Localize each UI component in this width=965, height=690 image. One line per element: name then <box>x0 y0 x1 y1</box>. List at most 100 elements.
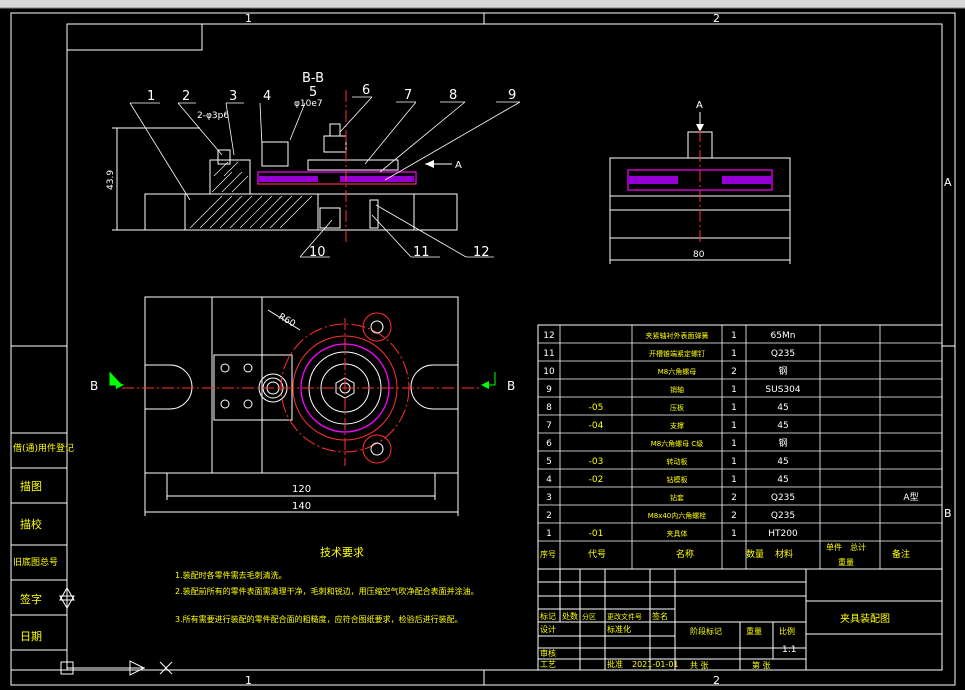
bom-head-code: 代号 <box>588 549 606 560</box>
bom-head-unit: 单件 <box>826 542 842 552</box>
tb-sheet-total: 共 张 <box>690 661 709 670</box>
bom-cell-mat: 钢 <box>778 365 787 377</box>
bom-cell-mat: 45 <box>777 421 788 431</box>
tb-zone-label: 分区 <box>582 612 596 621</box>
title-block: 夹具装配图 标记 处数 分区 更改文件号 签名 设计 标准化 审核 工艺 批准 … <box>537 568 943 671</box>
zone-right-b: B <box>944 507 952 520</box>
bom-cell-no: 12 <box>543 331 554 341</box>
tb-sheet: 第 张 <box>752 660 771 670</box>
plan-view: R60 B B 120 140 <box>90 296 515 516</box>
technical-notes: 技术要求 1.装配时各零件需去毛刺清洗。 2.装配前所有的零件表面需清理干净，毛… <box>175 546 479 624</box>
bom-cell-name: 转动板 <box>667 457 688 466</box>
bom-cell-qty: 1 <box>731 475 737 485</box>
bom-cell-mat: Q235 <box>771 511 795 521</box>
section-mark-right: B <box>507 379 515 393</box>
plan-radius: R60 <box>277 312 298 330</box>
drawing-name: 夹具装配图 <box>840 612 890 625</box>
tb-design-label: 设计 <box>540 624 556 634</box>
label-hole-2: φ10e7 <box>294 99 323 109</box>
bom-cell-mat: SUS304 <box>765 385 800 395</box>
bom-head-name: 名称 <box>676 548 694 560</box>
bom-cell-qty: 1 <box>731 403 737 413</box>
bom-cell-name: 钻模板 <box>667 475 688 484</box>
bom-cell-name: 钻套 <box>670 493 684 502</box>
bom-head-weight: 重量 <box>838 557 854 567</box>
section-title: B-B <box>302 71 324 86</box>
notes-line-2: 2.装配前所有的零件表面需清理干净，毛刺和锐边，用压缩空气吹净配合表面并涂油。 <box>175 586 479 596</box>
bom-cell-no: 2 <box>546 511 552 521</box>
tb-scale-value: 1:1 <box>782 645 796 655</box>
bom-cell-no: 10 <box>543 367 555 377</box>
bom-cell-note: A型 <box>903 492 918 503</box>
bom-head-total: 总计 <box>850 542 866 552</box>
bom-cell-name: 开槽锥端紧定螺钉 <box>649 349 705 358</box>
balloon-1: 1 <box>147 89 155 104</box>
tb-stage-label: 阶段标记 <box>690 626 722 636</box>
bom-cell-no: 7 <box>546 421 552 431</box>
label-hole-1: 2-φ3p6 <box>197 111 229 121</box>
bom-cell-mat: Q235 <box>771 493 795 503</box>
bom-cell-mat: 钢 <box>778 437 787 449</box>
tb-approve-label: 批准 <box>607 659 623 669</box>
bom-head-mat: 材料 <box>775 548 793 560</box>
side-label-1: 描图 <box>20 479 42 493</box>
hatch-lines <box>189 161 313 229</box>
notes-title: 技术要求 <box>320 546 364 559</box>
side-arrow-label: A <box>696 100 703 111</box>
bom-cell-no: 6 <box>546 439 552 449</box>
top-left-pocket <box>67 24 203 51</box>
dim-height: 43.9 <box>106 170 116 190</box>
bom-cell-no: 5 <box>546 457 552 467</box>
bom-cell-qty: 1 <box>731 421 737 431</box>
bom-cell-no: 4 <box>546 475 552 485</box>
bom-cell-qty: 1 <box>731 385 737 395</box>
bom-cell-mat: HT200 <box>768 529 798 539</box>
bom-cell-mat: Q235 <box>771 349 795 359</box>
bom-cell-name: 压板 <box>670 403 684 412</box>
balloon-7: 7 <box>404 88 412 103</box>
bom-cell-qty: 2 <box>731 511 737 521</box>
side-dim-width: 80 <box>693 250 705 260</box>
bom-cell-no: 8 <box>546 403 552 413</box>
bom-cell-name: 夹具体 <box>667 529 688 538</box>
notes-line-3: 3.所有需要进行装配的零件配合面的粗糙度，应符合图纸要求，检验后进行装配。 <box>175 614 463 624</box>
zone-bottom-1: 1 <box>245 674 252 687</box>
tb-sign-label: 签名 <box>652 611 668 621</box>
bom-cell-qty: 2 <box>731 367 737 377</box>
balloon-2: 2 <box>182 89 190 104</box>
tb-date: 2021-01-01 <box>632 660 679 669</box>
notes-line-1: 1.装配时各零件需去毛刺清洗。 <box>175 570 287 580</box>
bom-cell-mat: 45 <box>777 457 788 467</box>
zone-bottom-2: 2 <box>713 674 720 687</box>
bom-cell-code: -05 <box>589 403 604 413</box>
section-mark-left: B <box>90 379 98 393</box>
balloon-12: 12 <box>473 245 490 260</box>
zone-top-1: 1 <box>245 12 252 25</box>
bom-cell-code: -02 <box>589 475 604 485</box>
zone-right-a: A <box>944 176 952 189</box>
tb-weight-label: 重量 <box>746 626 762 636</box>
bom-cell-name: 夹紧轴衬外表面弹簧 <box>646 331 709 340</box>
zone-top-2: 2 <box>713 12 720 25</box>
balloon-4: 4 <box>263 89 271 104</box>
tb-scale-label: 比例 <box>779 626 795 636</box>
bom-cell-qty: 2 <box>731 493 737 503</box>
viewport-top-bar <box>0 0 965 8</box>
bom-cell-qty: 1 <box>731 457 737 467</box>
balloon-6: 6 <box>362 83 370 98</box>
ucs-icon <box>59 565 173 676</box>
bom-head-note: 备注 <box>892 548 910 560</box>
balloon-9: 9 <box>508 88 516 103</box>
bom-cell-no: 1 <box>546 529 552 539</box>
tb-process-label: 工艺 <box>540 660 556 669</box>
plan-dim-inner: 120 <box>292 484 311 495</box>
plan-base-outline <box>144 296 459 474</box>
bom-cell-code: -03 <box>589 457 604 467</box>
balloon-11: 11 <box>413 245 430 260</box>
side-label-2: 描校 <box>20 517 42 531</box>
bom-cell-name: 销轴 <box>670 385 684 394</box>
bom-cell-mat: 65Mn <box>771 331 796 341</box>
bom-cell-no: 11 <box>543 349 554 359</box>
side-strip: 借(通)用件登记 描图 描校 旧底图总号 签字 日期 <box>10 345 74 671</box>
